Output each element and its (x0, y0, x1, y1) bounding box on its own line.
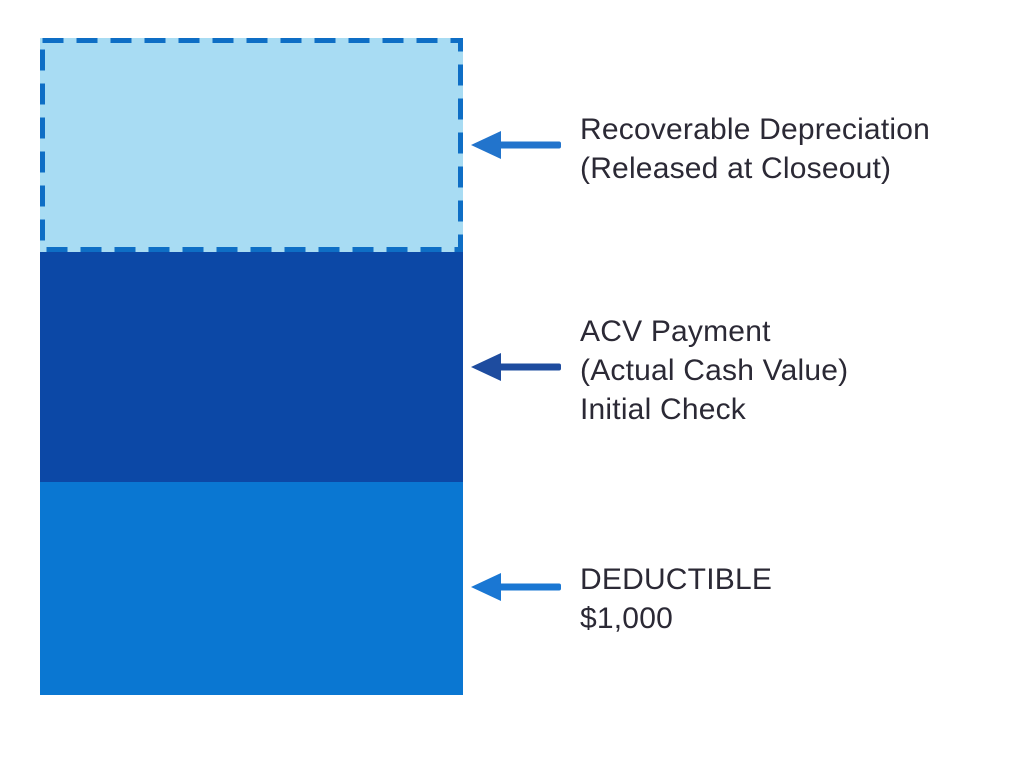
segment-recoverable-depreciation (40, 38, 463, 252)
label-deductible: DEDUCTIBLE $1,000 (580, 560, 772, 638)
label-line: ACV Payment (580, 315, 771, 348)
dashed-border (40, 38, 463, 252)
stacked-bar (40, 38, 463, 695)
segment-deductible (40, 482, 463, 695)
left-arrow-icon (471, 573, 561, 601)
label-recoverable-depreciation: Recoverable Depreciation (Released at Cl… (580, 110, 930, 188)
label-line: DEDUCTIBLE (580, 563, 773, 596)
label-acv-payment: ACV Payment (Actual Cash Value) Initial … (580, 312, 848, 429)
label-line: $1,000 (580, 602, 673, 635)
left-arrow-icon (471, 353, 561, 381)
label-line: (Released at Closeout) (580, 152, 892, 185)
label-line: Initial Check (580, 393, 747, 426)
left-arrow-icon (471, 131, 561, 159)
label-line: Recoverable Depreciation (580, 113, 930, 146)
label-line: (Actual Cash Value) (580, 354, 849, 387)
segment-acv-payment (40, 252, 463, 482)
